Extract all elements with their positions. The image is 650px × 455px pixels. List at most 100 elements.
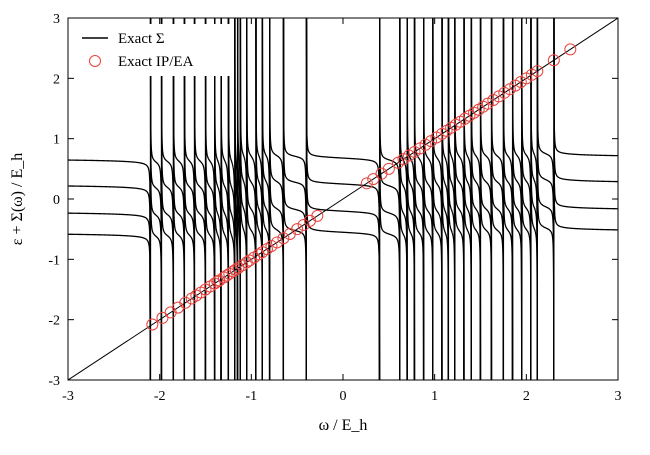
- sigma-branch-3-15: [261, 18, 271, 380]
- ip-ea-point-28: [277, 232, 290, 245]
- sigma-branch-1-0: [68, 185, 151, 380]
- sigma-branch-0-9: [227, 18, 236, 380]
- sigma-branch-0-8: [220, 18, 230, 380]
- sigma-branch-1-15: [261, 18, 271, 380]
- sigma-branch-0-4: [183, 18, 196, 380]
- sigma-branch-1-3: [172, 18, 185, 380]
- sigma-branch-3-23: [423, 18, 434, 380]
- sigma-branch-0-25: [441, 18, 450, 380]
- sigma-branch-0-32: [502, 18, 514, 380]
- y-tick-label-1: -2: [48, 314, 60, 329]
- ip-ea-point-11: [211, 275, 224, 288]
- sigma-branch-2-37: [553, 18, 618, 210]
- sigma-branch-2-8: [220, 18, 229, 380]
- sigma-branch-1-23: [423, 18, 434, 380]
- sigma-branch-3-33: [511, 18, 523, 380]
- sigma-branch-3-25: [441, 18, 449, 380]
- sigma-branch-0-21: [406, 18, 416, 380]
- sigma-branch-3-21: [406, 18, 416, 380]
- sigma-branch-1-9: [227, 18, 236, 380]
- sigma-branch-0-23: [423, 18, 434, 380]
- sigma-branch-0-24: [432, 18, 443, 380]
- ip-ea-point-66: [547, 54, 560, 67]
- sigma-branch-2-15: [261, 18, 271, 380]
- ip-ea-point-67: [564, 43, 577, 56]
- ip-ea-point-35: [367, 173, 380, 186]
- ip-ea-markers: [146, 43, 577, 331]
- y-tick-label-5: 2: [53, 72, 60, 87]
- sigma-branch-3-12: [239, 18, 248, 380]
- ip-ea-point-37: [382, 162, 395, 175]
- sigma-branch-2-33: [511, 18, 523, 380]
- sigma-branch-2-7: [214, 18, 222, 380]
- ip-ea-point-23: [252, 248, 265, 261]
- sigma-branch-1-24: [432, 18, 443, 380]
- sigma-branch-1-26: [447, 18, 456, 380]
- sigma-branch-0-28: [463, 18, 472, 380]
- sigma-branch-0-2: [160, 18, 175, 380]
- sigma-branch-2-3: [172, 18, 185, 380]
- sigma-branch-2-35: [530, 18, 538, 380]
- sigma-branch-3-31: [490, 18, 504, 380]
- sigma-branch-2-30: [479, 18, 493, 380]
- ip-ea-point-0: [146, 318, 159, 331]
- sigma-branch-2-20: [399, 18, 408, 380]
- ip-ea-point-15: [223, 267, 236, 280]
- ip-ea-point-17: [229, 263, 242, 276]
- sigma-branch-2-27: [454, 18, 465, 380]
- sigma-branch-0-30: [479, 18, 493, 380]
- sigma-branch-1-18: [305, 18, 381, 380]
- sigma-branch-1-33: [512, 18, 523, 380]
- ip-ea-point-34: [360, 177, 373, 190]
- sigma-branch-2-16: [269, 18, 284, 380]
- sigma-branch-2-14: [255, 18, 263, 380]
- x-tick-label-0: -3: [62, 389, 74, 404]
- sigma-branch-3-6: [204, 18, 216, 380]
- sigma-branch-2-2: [160, 18, 174, 380]
- sigma-branch-3-4: [183, 18, 196, 380]
- x-tick-label-4: 1: [431, 389, 438, 404]
- sigma-branch-1-12: [239, 18, 248, 380]
- sigma-branch-2-1: [149, 18, 163, 380]
- sigma-branch-1-35: [530, 18, 538, 380]
- sigma-branch-1-16: [269, 18, 284, 380]
- sigma-branch-1-20: [399, 18, 408, 380]
- sigma-branch-0-36: [536, 18, 555, 380]
- sigma-branch-1-13: [246, 18, 257, 380]
- legend-circle-swatch: [89, 55, 101, 67]
- sigma-branch-3-35: [530, 18, 538, 380]
- sigma-branch-0-1: [149, 18, 163, 380]
- sigma-branch-3-2: [160, 18, 174, 380]
- sigma-branch-3-0: [68, 233, 151, 380]
- sigma-branch-3-37: [553, 18, 618, 231]
- sigma-branch-2-0: [68, 212, 151, 380]
- sigma-branch-3-36: [536, 18, 555, 380]
- y-tick-label-4: 1: [53, 133, 60, 148]
- sigma-branch-2-21: [406, 18, 416, 380]
- sigma-branch-3-3: [172, 18, 185, 380]
- sigma-branch-1-14: [255, 18, 263, 380]
- ip-ea-point-1: [156, 311, 169, 324]
- sigma-branch-0-6: [204, 18, 216, 380]
- sigma-branch-0-27: [454, 18, 465, 380]
- sigma-branch-3-28: [463, 18, 472, 380]
- y-tick-label-0: -3: [48, 374, 60, 389]
- sigma-branch-0-5: [193, 18, 207, 380]
- sigma-branch-1-7: [214, 18, 222, 380]
- sigma-branch-3-22: [413, 18, 425, 380]
- sigma-branch-1-30: [479, 18, 493, 380]
- sigma-branch-3-13: [246, 18, 257, 380]
- x-axis-label: ω / E_h: [319, 417, 368, 434]
- sigma-branch-1-36: [536, 18, 555, 380]
- sigma-branch-2-29: [470, 18, 482, 380]
- sigma-branch-1-6: [204, 18, 216, 380]
- ip-ea-point-18: [232, 261, 245, 274]
- sigma-branch-0-26: [447, 18, 456, 380]
- legend: Exact Σ Exact IP/EA: [74, 24, 234, 76]
- x-tick-label-1: -2: [154, 389, 166, 404]
- sigma-branch-3-9: [227, 18, 236, 380]
- sigma-branch-3-34: [521, 18, 532, 380]
- sigma-branch-2-36: [536, 18, 555, 380]
- sigma-branch-2-18: [305, 18, 381, 380]
